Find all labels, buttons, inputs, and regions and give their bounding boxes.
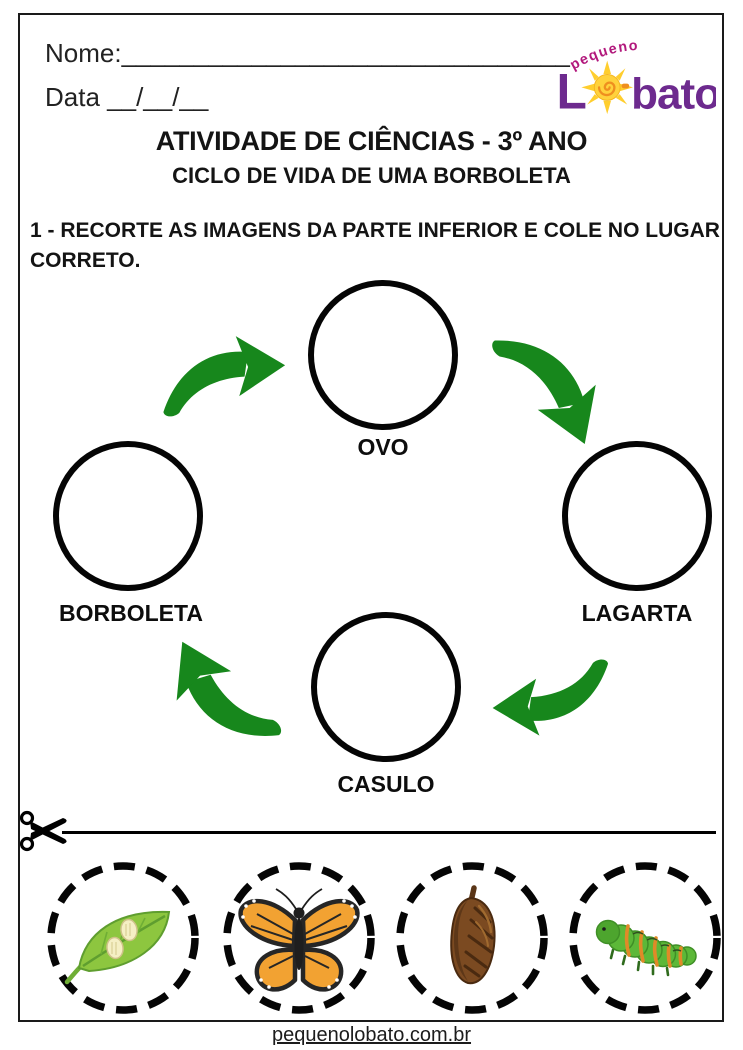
website-link[interactable]: pequenolobato.com.br <box>271 1024 472 1046</box>
cycle-slot-casulo <box>311 612 461 762</box>
caterpillar-icon <box>595 919 697 977</box>
page-border-frame <box>18 13 724 1022</box>
worksheet-title: ATIVIDADE DE CIÊNCIAS - 3º ANO <box>155 126 588 156</box>
worksheet-subtitle: CICLO DE VIDA DE UMA BORBOLETA <box>172 163 571 188</box>
instruction-text: 1 - RECORTE AS IMAGENS DA PARTE INFERIOR… <box>30 219 720 272</box>
curved-arrow-lagarta-to-casulo-icon <box>492 659 609 736</box>
curved-arrow-borboleta-to-ovo-icon <box>163 336 286 417</box>
butterfly-icon <box>238 888 360 992</box>
name-blank-line: _______________________________ <box>121 38 570 68</box>
cutout-slot <box>223 862 375 1014</box>
logo-word-bato: bato <box>631 69 716 118</box>
name-field-row: Nome:_______________________________ <box>45 38 570 69</box>
stage-label-lagarta: LAGARTA <box>581 600 693 626</box>
cutout-slot <box>47 862 199 1014</box>
stage-label-borboleta: BORBOLETA <box>59 600 203 626</box>
cycle-slot-lagarta <box>562 441 712 591</box>
footer: pequenolobato.com.br <box>0 1024 743 1047</box>
sun-icon <box>581 60 634 115</box>
cycle-slot-ovo <box>308 280 458 430</box>
date-field-row: Data __/__/__ <box>45 82 208 113</box>
cocoon-icon <box>450 885 496 985</box>
cycle-slot-borboleta <box>53 441 203 591</box>
date-label: Data __/__/__ <box>45 82 209 112</box>
logo-letter-l: L <box>557 63 587 118</box>
pequeno-lobato-logo: pequeno L bato <box>557 38 716 118</box>
cut-here-line <box>62 831 716 834</box>
cutout-slot <box>396 862 548 1014</box>
stage-label-casulo: CASULO <box>337 771 435 797</box>
cutout-slot <box>569 862 721 1014</box>
stage-label-ovo: OVO <box>357 434 409 460</box>
name-label: Nome: <box>45 38 122 68</box>
scissors-icon <box>20 810 67 852</box>
leaf-with-eggs-icon <box>64 910 171 985</box>
logo-hyphen <box>621 83 630 89</box>
